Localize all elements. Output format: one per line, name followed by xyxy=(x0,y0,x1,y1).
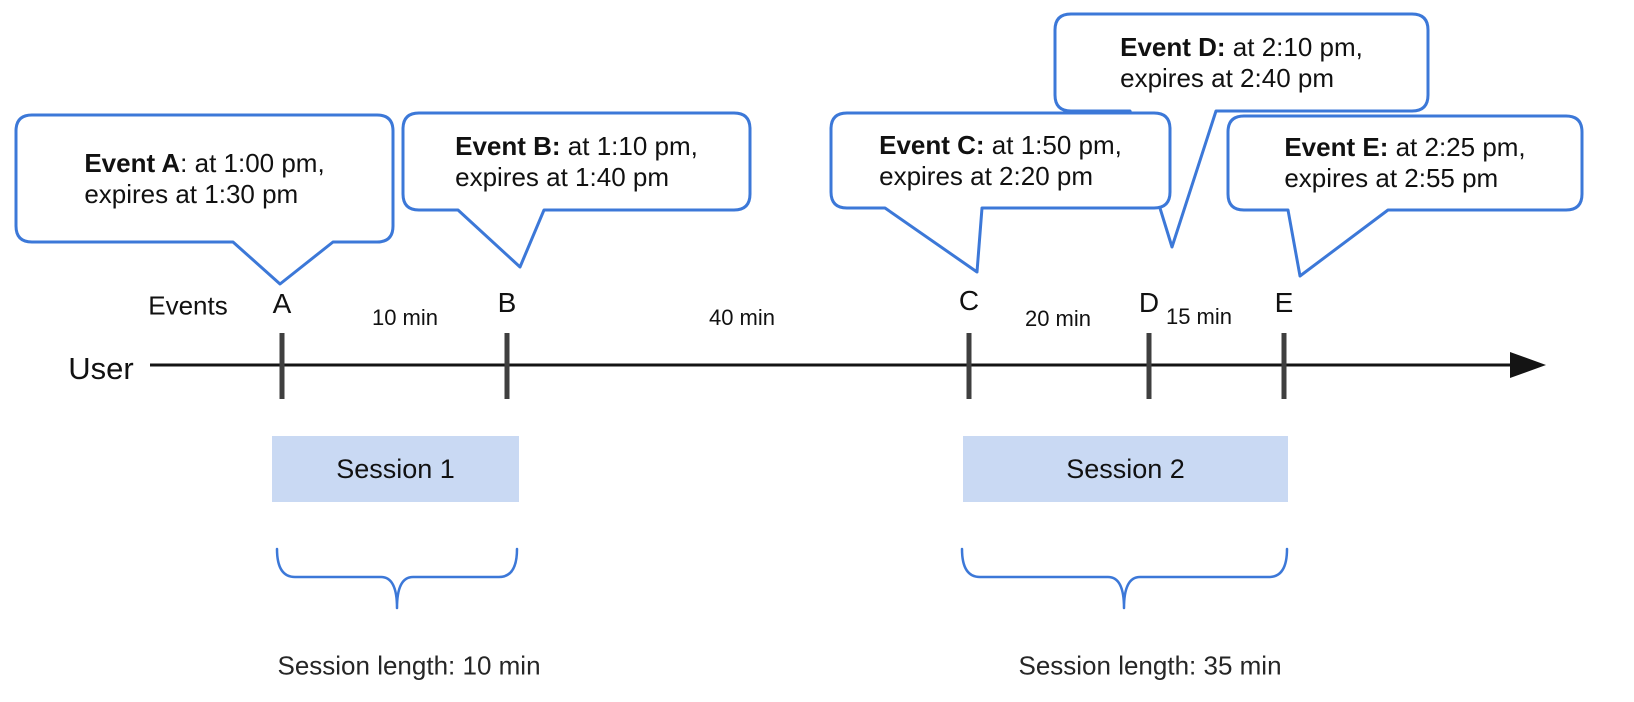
bubble-a-title: Event A xyxy=(84,147,181,178)
bubble-b-title: Event B: xyxy=(455,130,561,161)
bubble-a-text: Event A: at 1:00 pm, expires at 1:30 pm xyxy=(16,115,393,242)
bubble-b-text: Event B: at 1:10 pm, expires at 1:40 pm xyxy=(403,113,750,210)
event-label-c: C xyxy=(958,285,980,316)
speech-bubble-c xyxy=(829,111,1172,274)
bubble-c-title: Event C: xyxy=(879,129,985,160)
bubble-b-line2: expires at 1:40 pm xyxy=(455,161,669,192)
session-1-label: Session 1 xyxy=(336,453,455,484)
bubble-a-line1: Event A: at 1:00 pm, xyxy=(84,147,325,178)
speech-bubble-d xyxy=(1053,12,1430,249)
bubble-d-line1: Event D: at 2:10 pm, xyxy=(1120,31,1363,62)
event-label-a: A xyxy=(272,288,292,319)
bubble-d-title: Event D: xyxy=(1120,31,1226,62)
bubble-c-text: Event C: at 1:50 pm, expires at 2:20 pm xyxy=(831,113,1170,208)
session-1-box: Session 1 xyxy=(272,436,519,502)
speech-bubble-e xyxy=(1226,114,1584,278)
bubble-e-text: Event E: at 2:25 pm, expires at 2:55 pm xyxy=(1228,116,1582,210)
events-label: Events xyxy=(148,290,228,321)
session-2-box: Session 2 xyxy=(963,436,1288,502)
session-2-brace xyxy=(960,547,1289,610)
event-label-e: E xyxy=(1274,287,1294,318)
bubble-c-line2: expires at 2:20 pm xyxy=(879,160,1093,191)
speech-bubble-b xyxy=(401,111,752,269)
bubble-c-line1: Event C: at 1:50 pm, xyxy=(879,129,1122,160)
interval-label-d-e: 15 min xyxy=(1165,304,1233,329)
session-2-length-label: Session length: 35 min xyxy=(1018,650,1282,681)
event-label-b: B xyxy=(497,287,517,318)
arrowhead-icon xyxy=(1510,352,1546,378)
bubble-d-text: Event D: at 2:10 pm, expires at 2:40 pm xyxy=(1055,14,1428,111)
interval-label-c-d: 20 min xyxy=(1024,306,1092,331)
event-label-d: D xyxy=(1138,287,1160,318)
speech-bubble-a xyxy=(14,113,395,286)
bubble-e-line1: Event E: at 2:25 pm, xyxy=(1284,132,1526,162)
bubble-e-title: Event E: xyxy=(1284,132,1389,162)
bubble-b-line1: Event B: at 1:10 pm, xyxy=(455,130,698,161)
user-label: User xyxy=(68,351,134,386)
session-1-brace xyxy=(275,547,519,610)
session-1-length-label: Session length: 10 min xyxy=(277,650,541,681)
interval-label-a-b: 10 min xyxy=(371,305,439,330)
interval-label-b-c: 40 min xyxy=(708,305,776,330)
bubble-a-line2: expires at 1:30 pm xyxy=(84,178,299,209)
bubble-d-line2: expires at 2:40 pm xyxy=(1120,62,1334,93)
bubble-e-line2: expires at 2:55 pm xyxy=(1284,163,1499,193)
session-2-label: Session 2 xyxy=(1066,453,1185,484)
